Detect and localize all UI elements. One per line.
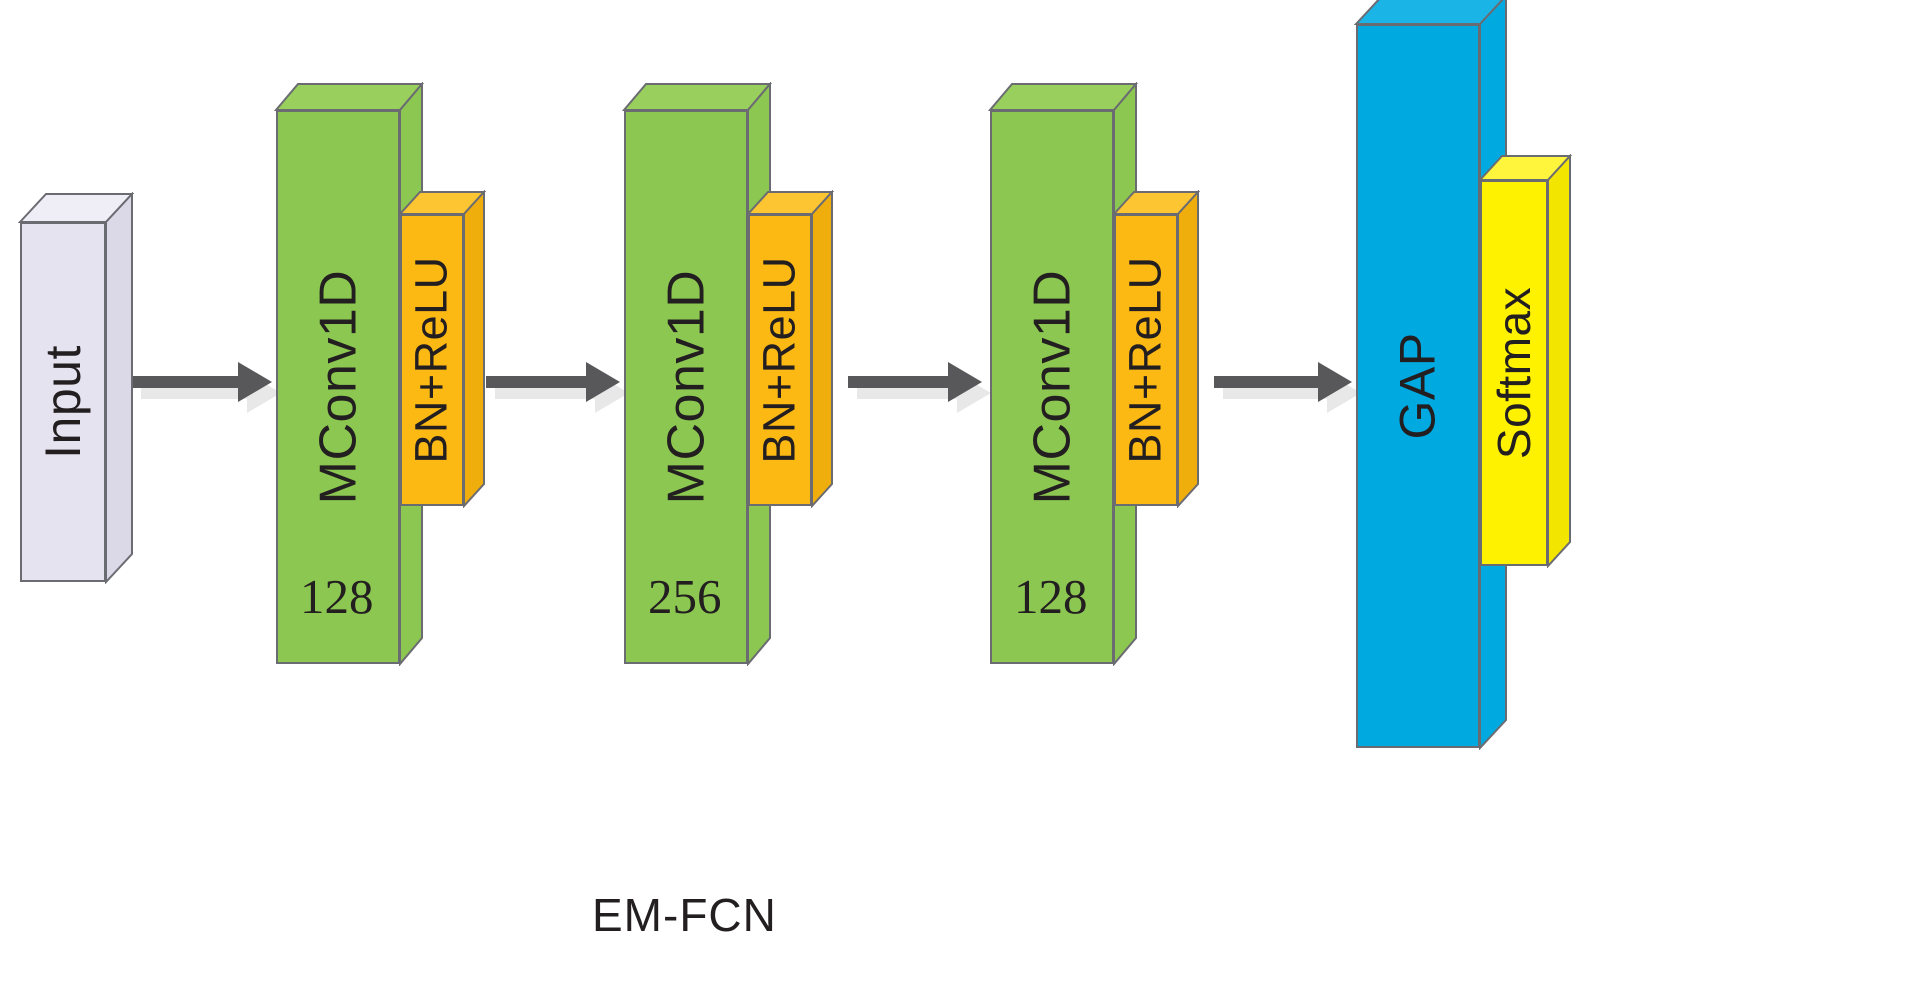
block-conv-2[interactable]: MConv1D — [622, 82, 772, 666]
arrow-conv1-to-conv2 — [486, 362, 636, 420]
block-softmax-side-face — [1547, 154, 1571, 568]
arrow-conv1-to-conv2-body — [486, 362, 620, 402]
arrow-input-to-conv1-shadow — [141, 373, 281, 413]
arrow-conv2-to-conv3-glyph — [848, 362, 991, 413]
block-conv-1[interactable]: MConv1D — [274, 82, 424, 666]
arrow-conv3-to-gap-shadow — [1223, 373, 1361, 413]
arrow-input-to-conv1 — [132, 362, 288, 420]
arrow-conv3-to-gap-body — [1214, 362, 1352, 402]
block-bn-1-front-face — [400, 214, 464, 506]
block-bn-2-side-face — [811, 190, 833, 508]
block-softmax-front-face — [1480, 180, 1548, 566]
block-bn-3-side-face — [1177, 190, 1199, 508]
block-input-side-face — [105, 192, 133, 584]
arrow-input-to-conv1-glyph — [132, 362, 281, 413]
diagram-title: EM-FCN — [592, 889, 777, 941]
block-bn-3-front-face — [1114, 214, 1178, 506]
arrow-conv3-to-gap-glyph — [1214, 362, 1361, 413]
block-bn-2-front-face — [748, 214, 812, 506]
block-bn-1-side-face — [463, 190, 485, 508]
arrow-conv1-to-conv2-glyph — [486, 362, 629, 413]
block-conv-3[interactable]: MConv1D — [988, 82, 1138, 666]
block-conv-2-front-face — [624, 110, 748, 664]
block-input-front-face — [20, 222, 106, 582]
block-gap-front-face — [1356, 24, 1480, 748]
block-bn-2[interactable]: BN+ReLU — [746, 190, 834, 508]
block-conv-1-front-face — [276, 110, 400, 664]
arrow-conv2-to-conv3-body — [848, 362, 982, 402]
block-gap[interactable]: GAP — [1354, 0, 1507, 750]
block-input[interactable]: Input — [18, 192, 134, 584]
arrow-input-to-conv1-body — [132, 362, 272, 402]
block-bn-3[interactable]: BN+ReLU — [1112, 190, 1200, 508]
block-conv-3-front-face — [990, 110, 1114, 664]
arrow-conv3-to-gap — [1214, 362, 1368, 420]
block-bn-1[interactable]: BN+ReLU — [398, 190, 486, 508]
block-softmax[interactable]: Softmax — [1478, 154, 1572, 568]
arrow-conv2-to-conv3 — [848, 362, 998, 420]
